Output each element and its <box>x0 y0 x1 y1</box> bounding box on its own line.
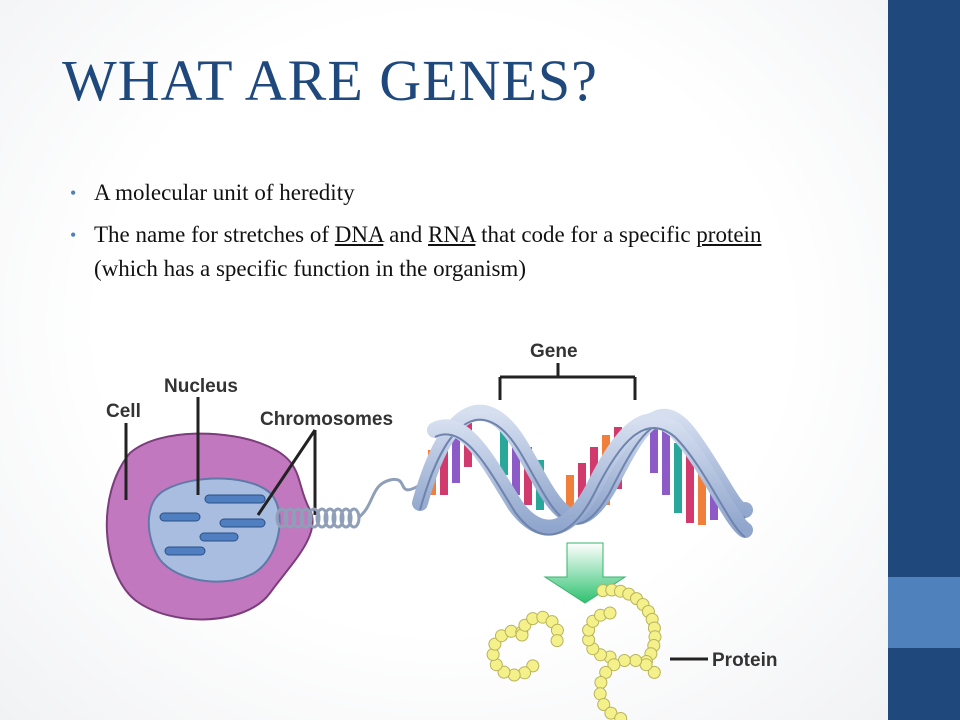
gene-diagram-svg: Cell Nucleus Chromosomes Gene Protein <box>105 341 777 720</box>
chromosome-bars <box>159 494 266 556</box>
protein-label: Protein <box>712 650 777 671</box>
cell-label: Cell <box>106 401 141 422</box>
protein-bead <box>614 712 628 720</box>
bullet-text: that code for a specific <box>475 222 697 247</box>
protein-bead <box>518 666 532 680</box>
protein-chain <box>486 583 662 720</box>
bullet-item: • The name for stretches of DNA and RNA t… <box>70 218 810 286</box>
bullet-list: • A molecular unit of heredity • The name… <box>70 176 810 294</box>
bullet-text: The name for stretches of <box>94 222 335 247</box>
protein-bead <box>629 654 643 667</box>
protein-bead <box>550 634 564 648</box>
rna-link[interactable]: RNA <box>428 222 476 247</box>
dna-helix <box>412 404 753 538</box>
bullet-text: and <box>383 222 429 247</box>
protein-bead <box>607 658 621 672</box>
gene-diagram: Cell Nucleus Chromosomes Gene Protein <box>90 335 802 720</box>
protein-bead <box>593 687 607 701</box>
nucleus-shape <box>147 477 281 583</box>
bullet-text: (which has a specific function in the or… <box>94 256 526 281</box>
nucleus-label: Nucleus <box>164 376 238 397</box>
bullet-item: • A molecular unit of heredity <box>70 176 810 210</box>
protein-bead <box>604 706 618 720</box>
bullet-text: A molecular unit of heredity <box>94 180 355 205</box>
label-lines <box>124 363 708 661</box>
protein-bead <box>603 606 617 620</box>
sidebar-accent-block <box>888 577 960 648</box>
gene-label: Gene <box>530 341 578 362</box>
bullet-dot-icon: • <box>70 183 77 203</box>
dna-link[interactable]: DNA <box>334 222 384 247</box>
slide-title: What are genes? <box>62 48 598 113</box>
protein-bead <box>594 676 608 689</box>
protein-bead <box>647 665 661 679</box>
protein-bead <box>597 698 611 711</box>
chromosomes-label: Chromosomes <box>260 409 393 430</box>
protein-link[interactable]: protein <box>696 222 762 247</box>
bullet-dot-icon: • <box>70 225 77 245</box>
